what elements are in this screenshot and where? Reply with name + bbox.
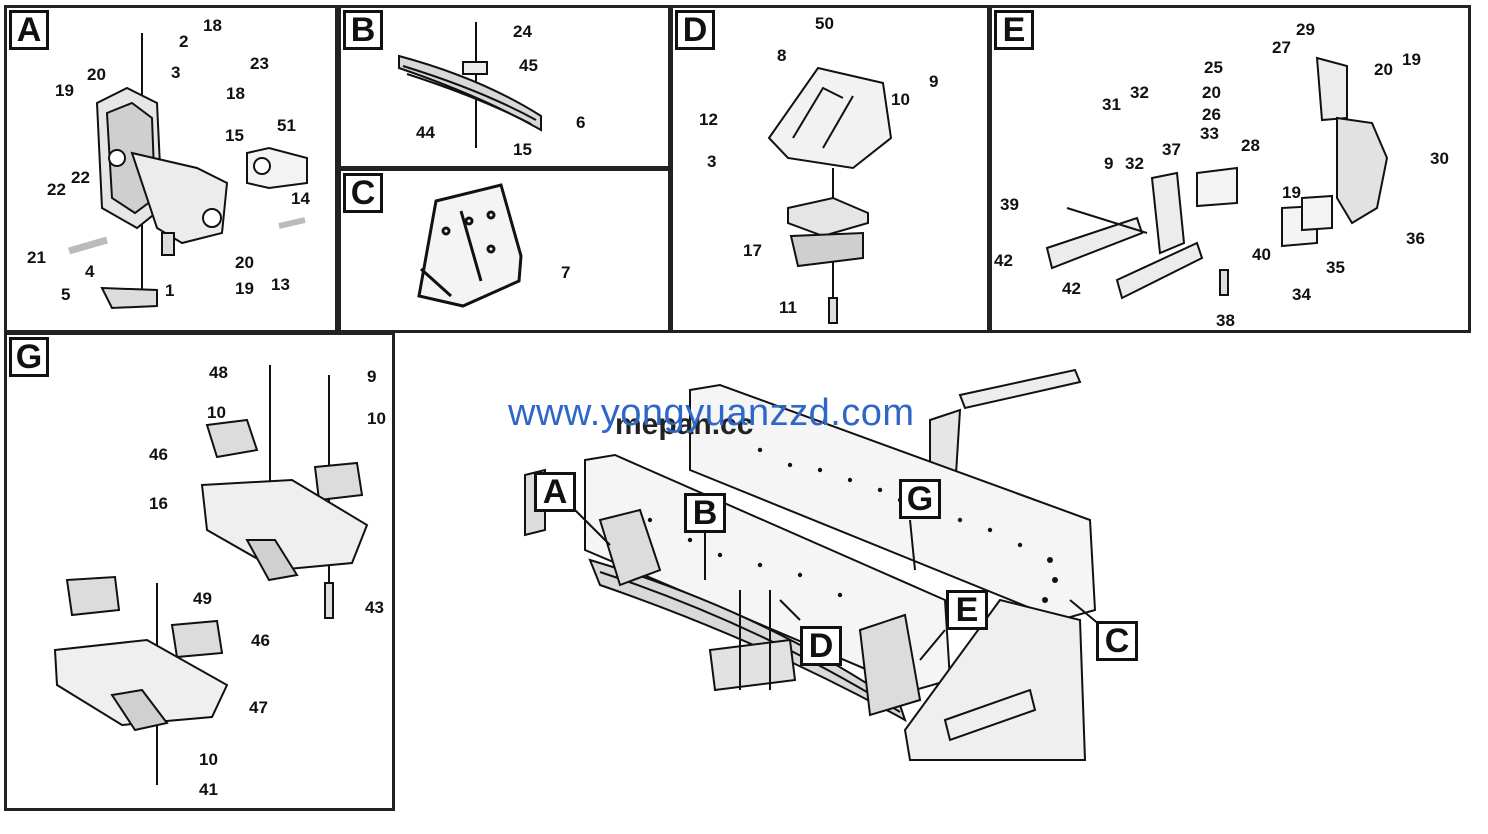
overview-callout-d: D <box>800 626 842 666</box>
panel-d-tag: D <box>675 10 715 50</box>
part-label: 8 <box>777 46 787 65</box>
part-label: 22 <box>71 168 90 187</box>
panel-d: D 50 8 10 9 12 3 17 11 <box>670 5 990 333</box>
part-label: 36 <box>1406 229 1425 248</box>
part-label: 10 <box>891 90 910 109</box>
panel-a-drawing <box>68 33 308 310</box>
panel-c-tag: C <box>343 173 383 213</box>
part-label: 14 <box>291 189 310 208</box>
panel-g-drawing <box>53 365 369 785</box>
watermark-overlay: mepan.cc <box>615 408 754 441</box>
part-label: 37 <box>1162 140 1181 159</box>
overview-callout-c: C <box>1096 621 1138 661</box>
part-label: 15 <box>513 140 532 159</box>
part-label: 10 <box>199 750 218 769</box>
overview-callout-b: B <box>684 493 726 533</box>
part-label: 3 <box>171 63 181 82</box>
part-label: 6 <box>576 113 586 132</box>
part-label: 34 <box>1292 285 1311 304</box>
part-label: 32 <box>1125 154 1144 173</box>
part-label: 19 <box>1402 50 1421 69</box>
part-label: 47 <box>249 698 268 717</box>
part-label: 19 <box>55 81 74 100</box>
part-label: 30 <box>1430 149 1449 168</box>
overview-callout-a: A <box>534 472 576 512</box>
part-label: 20 <box>87 65 106 84</box>
part-label: 29 <box>1296 20 1315 39</box>
part-label: 25 <box>1204 58 1223 77</box>
part-label: 33 <box>1200 124 1219 143</box>
part-label: 48 <box>209 363 228 382</box>
panel-c: C 7 <box>338 168 671 333</box>
part-label: 24 <box>513 22 532 41</box>
part-label: 9 <box>1104 154 1114 173</box>
part-label: 9 <box>929 72 939 91</box>
part-label: 20 <box>1202 83 1221 102</box>
part-label: 40 <box>1252 245 1271 264</box>
panel-b-drawing <box>398 22 542 148</box>
part-label: 4 <box>85 262 95 281</box>
part-label: 13 <box>271 275 290 294</box>
panel-e: E 29 25 27 19 20 20 31 32 26 33 28 30 9 … <box>989 5 1471 333</box>
panel-c-drawing <box>417 183 523 308</box>
part-label: 1 <box>165 281 175 300</box>
part-label: 39 <box>1000 195 1019 214</box>
panel-g: G 48 9 10 10 46 16 43 49 46 47 10 41 <box>4 332 395 811</box>
part-label: 42 <box>1062 279 1081 298</box>
part-label: 10 <box>367 409 386 428</box>
part-label: 18 <box>226 84 245 103</box>
panel-g-tag: G <box>9 337 49 377</box>
part-label: 49 <box>193 589 212 608</box>
part-label: 2 <box>179 32 189 51</box>
part-label: 17 <box>743 241 762 260</box>
part-label: 50 <box>815 14 834 33</box>
part-label: 27 <box>1272 38 1291 57</box>
part-label: 11 <box>779 298 797 317</box>
part-label: 51 <box>277 116 296 135</box>
panel-a: A 2 18 3 23 18 20 19 15 51 22 22 14 21 4… <box>4 5 338 333</box>
part-label: 18 <box>203 16 222 35</box>
part-label: 35 <box>1326 258 1345 277</box>
part-label: 19 <box>1282 183 1301 202</box>
part-label: 9 <box>367 367 377 386</box>
part-label: 7 <box>561 263 571 282</box>
part-label: 20 <box>235 253 254 272</box>
part-label: 38 <box>1216 311 1235 330</box>
part-label: 15 <box>225 126 244 145</box>
part-label: 44 <box>416 123 435 142</box>
part-label: 46 <box>149 445 168 464</box>
panel-b-tag: B <box>343 10 383 50</box>
part-label: 5 <box>61 285 71 304</box>
part-label: 43 <box>365 598 384 617</box>
panel-b: B 24 45 44 6 15 <box>338 5 671 169</box>
part-label: 45 <box>519 56 538 75</box>
part-label: 46 <box>251 631 270 650</box>
part-label: 28 <box>1241 136 1260 155</box>
panel-e-drawing <box>1045 56 1389 300</box>
panel-a-tag: A <box>9 10 49 50</box>
part-label: 19 <box>235 279 254 298</box>
overview-callout-e: E <box>946 590 988 630</box>
panel-d-drawing <box>767 66 893 324</box>
panel-e-tag: E <box>994 10 1034 50</box>
part-label: 3 <box>707 152 717 171</box>
part-label: 42 <box>994 251 1013 270</box>
part-label: 16 <box>149 494 168 513</box>
overview-callout-g: G <box>899 479 941 519</box>
part-label: 41 <box>199 780 218 799</box>
part-label: 26 <box>1202 105 1221 124</box>
part-label: 31 <box>1102 95 1121 114</box>
watermark-url: www.yongyuanzzd.com <box>508 392 915 434</box>
part-label: 32 <box>1130 83 1149 102</box>
part-label: 21 <box>27 248 46 267</box>
part-label: 22 <box>47 180 66 199</box>
part-label: 23 <box>250 54 269 73</box>
part-label: 20 <box>1374 60 1393 79</box>
part-label: 12 <box>699 110 718 129</box>
part-label: 10 <box>207 403 226 422</box>
